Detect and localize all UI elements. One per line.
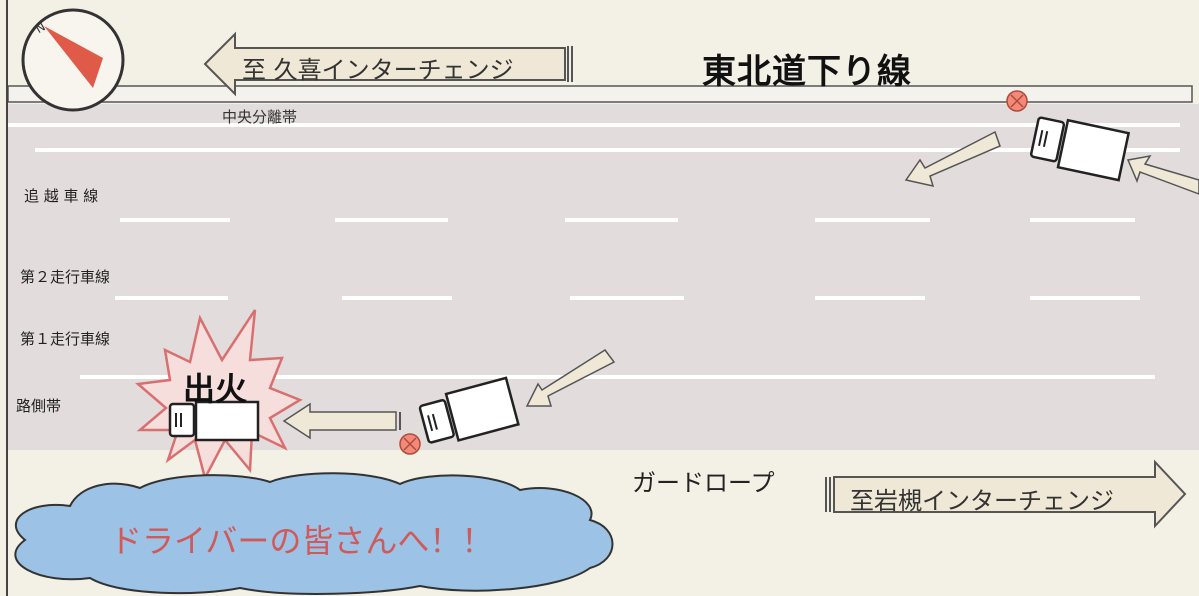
sign-right-arrow <box>825 459 1187 529</box>
lane-label-passing: 追 越 車 線 <box>24 187 99 205</box>
sign-left-label: 至 久喜インターチェンジ <box>242 56 514 84</box>
direction-arrow-icon <box>282 130 1199 440</box>
road-title: 東北道下り線 <box>702 52 912 92</box>
guardrope-label: ガードロープ <box>632 469 775 497</box>
sign-right-label: 至岩槻インターチェンジ <box>850 487 1114 515</box>
compass-icon: N <box>21 8 125 112</box>
truck-icon <box>418 376 520 444</box>
collision-marker-icon <box>1006 90 1028 112</box>
lane-label-second: 第２走行車線 <box>20 268 111 286</box>
median-label: 中央分離帯 <box>222 108 298 126</box>
truck-icon <box>1029 116 1131 182</box>
sign-left-arrow <box>203 31 573 97</box>
lane-label-shoulder: 路側帯 <box>16 397 62 415</box>
fire-label: 出火 <box>183 370 248 408</box>
truck-icon <box>168 400 260 442</box>
cloud-message: ドライバーの皆さんへ！！ <box>110 522 494 560</box>
collision-marker-icon <box>399 433 421 455</box>
lane-label-first: 第１走行車線 <box>20 330 111 348</box>
message-cloud <box>14 472 614 595</box>
